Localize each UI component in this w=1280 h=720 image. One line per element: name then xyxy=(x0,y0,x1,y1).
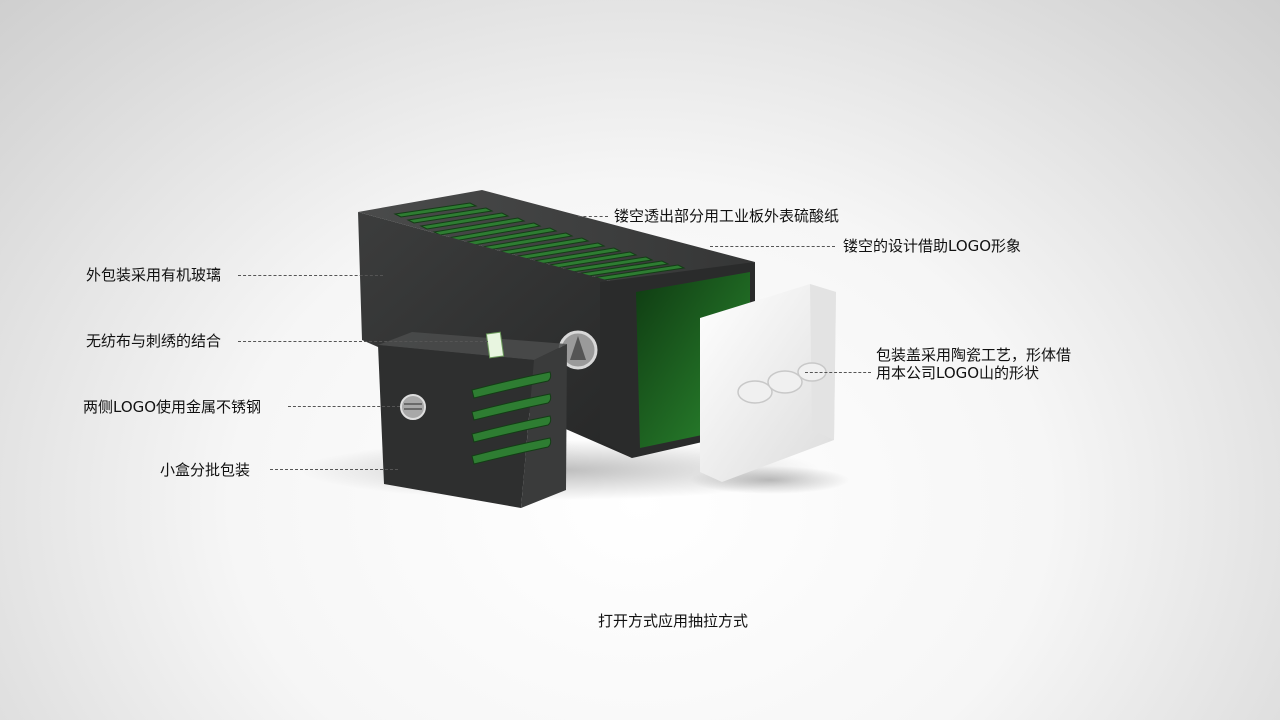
metal-logo-label: 两侧LOGO使用金属不锈钢 xyxy=(83,398,262,416)
top-slots-label: 镂空透出部分用工业板外表硫酸纸 xyxy=(614,207,840,225)
opening-method-caption: 打开方式应用抽拉方式 xyxy=(598,612,749,630)
tag-icon xyxy=(485,331,505,359)
hollow-design-label: 镂空的设计借助LOGO形象 xyxy=(843,237,1022,255)
top-slots xyxy=(393,202,686,283)
ceramic-lid-edge xyxy=(810,284,836,440)
small-box-leader xyxy=(270,469,398,470)
fabric-leader xyxy=(238,341,488,342)
hollow-design-leader xyxy=(710,246,835,247)
top-slots-leader xyxy=(578,216,608,217)
mountain-logo-icon xyxy=(737,362,827,404)
outer-material-label: 外包装采用有机玻璃 xyxy=(86,266,222,284)
small-box-logo-icon xyxy=(400,394,426,420)
fabric-label: 无纺布与刺绣的结合 xyxy=(86,332,222,350)
small-box-top xyxy=(378,332,567,360)
ceramic-lid-leader xyxy=(805,372,871,373)
metal-logo-leader xyxy=(288,406,400,407)
small-box-label: 小盒分批包装 xyxy=(160,461,251,479)
small-box-slots xyxy=(471,371,552,465)
ceramic-lid-label: 包装盖采用陶瓷工艺，形体借用本公司LOGO山的形状 xyxy=(876,346,1072,382)
outer-material-leader xyxy=(238,275,383,276)
